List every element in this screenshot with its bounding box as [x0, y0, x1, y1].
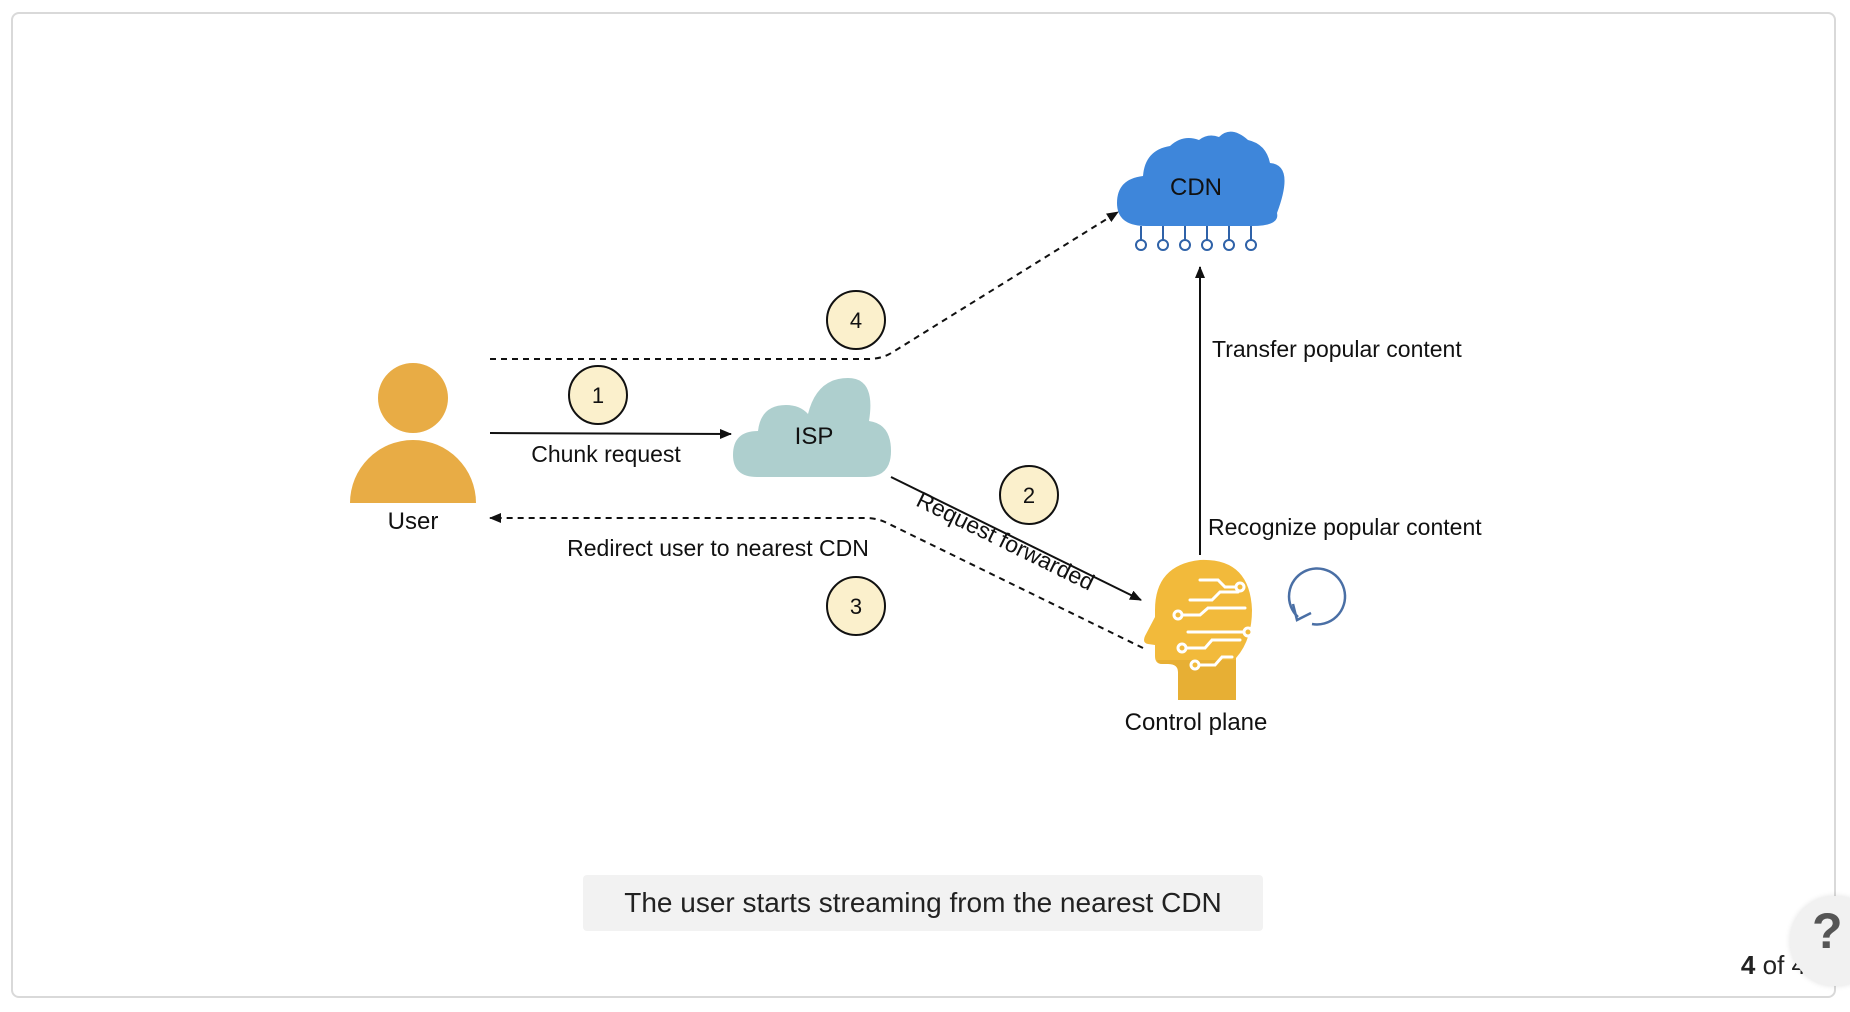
step-badge-2: 2: [999, 465, 1059, 525]
transfer-popular-content-label: Transfer popular content: [1212, 336, 1462, 362]
step-number: 4: [850, 308, 862, 333]
isp-cloud-icon: [733, 378, 891, 477]
recognize-popular-content-label: Recognize popular content: [1208, 514, 1482, 540]
pager-current: 4: [1740, 950, 1756, 980]
control-plane-label: Control plane: [1125, 709, 1268, 736]
step-number: 3: [850, 594, 862, 619]
pager-separator: of: [1762, 950, 1785, 980]
isp-label: ISP: [795, 423, 834, 450]
slide-caption: The user starts streaming from the neare…: [583, 875, 1263, 931]
chunk-request-label: Chunk request: [531, 441, 681, 467]
step-number: 2: [1023, 483, 1035, 508]
cdn-label: CDN: [1170, 174, 1222, 201]
user-icon: [350, 363, 476, 503]
request-forwarded-arrow: [890, 476, 1142, 601]
refresh-loop-icon: [1287, 567, 1347, 626]
user-label: User: [388, 508, 439, 535]
stream-from-cdn-arrow: [490, 211, 1119, 360]
cdn-cloud-icon: [1117, 131, 1285, 251]
step-badge-3: 3: [826, 576, 886, 636]
chunk-request-arrow: [489, 428, 732, 439]
step-badge-1: 1: [568, 365, 628, 425]
help-icon: ?: [1812, 903, 1843, 959]
diagram-frame: [11, 12, 1836, 998]
control-plane-head-icon: [1144, 559, 1254, 700]
step-number: 1: [592, 383, 604, 408]
redirect-label: Redirect user to nearest CDN: [567, 535, 869, 561]
step-badge-4: 4: [826, 290, 886, 350]
redirect-arrow: [489, 513, 1144, 649]
